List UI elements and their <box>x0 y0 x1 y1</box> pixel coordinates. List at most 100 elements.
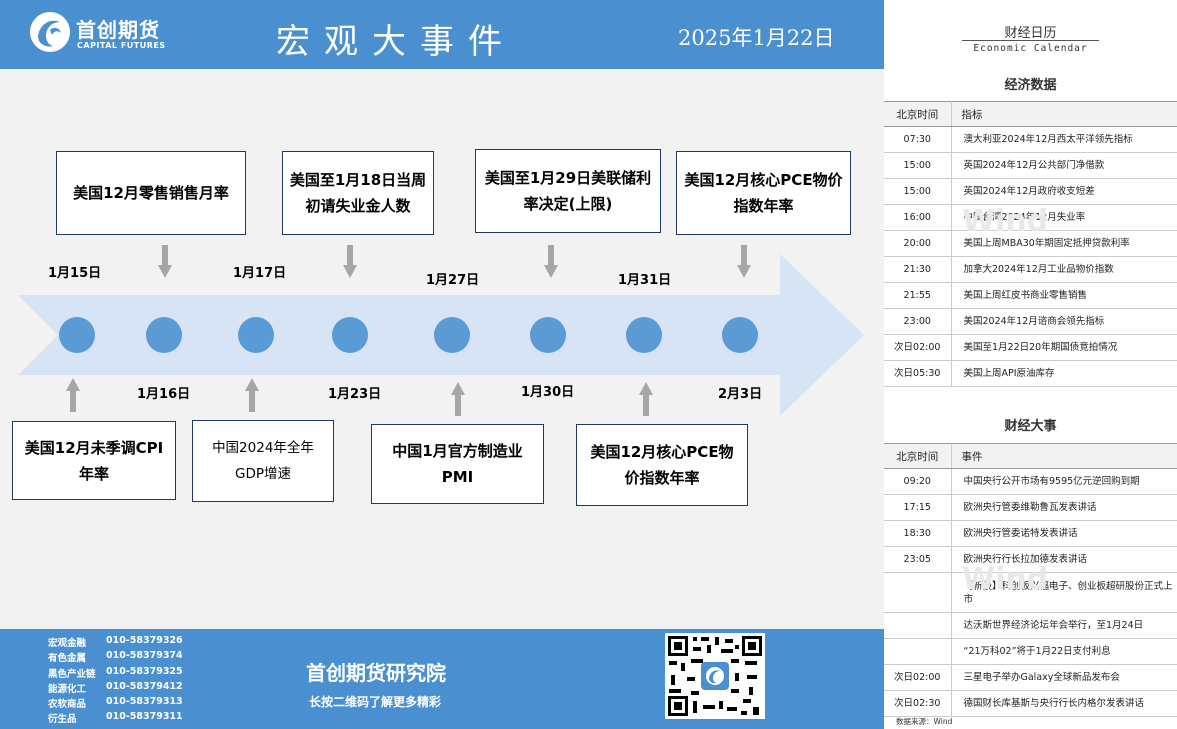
row-item: 美国至1月22日20年期国债竞拍情况 <box>951 334 1177 361</box>
row-time: 18:30 <box>884 520 952 547</box>
timeline-node <box>332 317 368 353</box>
up-arrow-icon <box>66 378 80 412</box>
logo-subtext: CAPITAL FUTURES <box>77 41 166 50</box>
institute-name: 首创期货研究院 <box>306 661 446 685</box>
row-time: 23:05 <box>884 546 952 573</box>
header-bar: 首创期货 CAPITAL FUTURES 宏观大事件 2025年1月22日 <box>0 0 884 69</box>
financial-events-title: 财经大事 <box>1004 419 1057 434</box>
data-source: 数据来源：Wind <box>896 717 953 726</box>
down-arrow-icon <box>343 245 357 278</box>
col-header-time: 北京时间 <box>884 101 952 127</box>
row-time: 次日02:30 <box>884 690 952 717</box>
row-time: 次日02:00 <box>884 664 952 691</box>
contact-row: 黑色产业链 010-58379325 <box>48 666 228 681</box>
date-label-bottom-1: 1月16日 <box>137 387 191 402</box>
contact-row: 有色金属 010-58379374 <box>48 650 228 665</box>
contact-name: 有色金属 <box>48 653 87 665</box>
row-time: 20:00 <box>884 230 952 257</box>
calendar-subtitle: Economic Calendar <box>973 43 1088 54</box>
row-item: 美国上周红皮书商业零售销售 <box>951 282 1177 309</box>
date-label-bottom-4: 2月3日 <box>718 387 763 402</box>
table-row: 达沃斯世界经济论坛年会举行，至1月24日 <box>884 612 1177 639</box>
date-label-bottom-3: 1月30日 <box>521 385 575 400</box>
col-header-item: 事件 <box>951 443 1177 469</box>
event-box-bottom-3: 中国1月官方制造业PMI <box>371 424 544 504</box>
row-time: 次日02:00 <box>884 334 952 361</box>
timeline-node <box>238 317 274 353</box>
event-box-bottom-1: 美国12月未季调CPI年率 <box>12 421 176 500</box>
timeline-node <box>146 317 182 353</box>
row-time: 21:55 <box>884 282 952 309</box>
row-time: 16:00 <box>884 204 952 231</box>
row-time <box>884 612 952 639</box>
row-item: 欧洲央行行长拉加德发表讲话 <box>951 546 1177 573</box>
row-item: 美国2024年12月谘商会领先指标 <box>951 308 1177 335</box>
row-item: 美国上周API原油库存 <box>951 360 1177 387</box>
event-box-bottom-2: 中国2024年全年GDP增速 <box>192 420 334 502</box>
timeline-node <box>59 317 95 353</box>
row-time: 15:00 <box>884 178 952 205</box>
row-time: 15:00 <box>884 152 952 179</box>
contact-name: 能源化工 <box>48 683 87 695</box>
contact-name: 黑色产业链 <box>48 668 96 680</box>
timeline-node <box>434 317 470 353</box>
table-row: 【新股】科创板兴福电子、创业板超研股份正式上市 <box>884 572 1177 613</box>
economic-data-title: 经济数据 <box>1004 78 1057 93</box>
left-panel: 首创期货 CAPITAL FUTURES 宏观大事件 2025年1月22日 美国… <box>0 0 884 729</box>
row-item: 欧洲央行管委维勒鲁瓦发表讲话 <box>951 494 1177 521</box>
economic-calendar-panel: 财经日历 Economic Calendar 经济数据 北京时间 指标 07:3… <box>884 0 1177 729</box>
contact-phone: 010-58379374 <box>106 650 183 662</box>
timeline-node <box>626 317 662 353</box>
table-header-row: 北京时间 指标 <box>884 101 1177 127</box>
row-item: 英国2024年12月政府收支短差 <box>951 178 1177 205</box>
row-time: 09:20 <box>884 468 952 495</box>
down-arrow-icon <box>158 245 172 278</box>
row-item: 【新股】科创板兴福电子、创业板超研股份正式上市 <box>951 572 1177 613</box>
row-time: 21:30 <box>884 256 952 283</box>
up-arrow-icon <box>245 378 259 412</box>
event-box-top-3: 美国至1月29日美联储利率决定(上限) <box>475 149 661 233</box>
page-title: 宏观大事件 <box>276 22 516 62</box>
page-date: 2025年1月22日 <box>678 26 835 50</box>
row-item: 达沃斯世界经济论坛年会举行，至1月24日 <box>951 612 1177 639</box>
up-arrow-icon <box>639 382 653 416</box>
row-time: 次日05:30 <box>884 360 952 387</box>
col-header-time: 北京时间 <box>884 443 952 469</box>
row-item: 加拿大2024年12月工业品物价指数 <box>951 256 1177 283</box>
table-header-row: 北京时间 事件 <box>884 443 1177 469</box>
table-row: “21万科02”将于1月22日支付利息 <box>884 638 1177 665</box>
row-item: “21万科02”将于1月22日支付利息 <box>951 638 1177 665</box>
calendar-title-rule <box>962 40 1099 41</box>
watermark: Wind <box>962 562 1049 597</box>
contact-phone: 010-58379325 <box>106 665 183 677</box>
row-item: 美国上周MBA30年期固定抵押贷款利率 <box>951 230 1177 257</box>
logo-text: 首创期货 <box>76 18 160 42</box>
up-arrow-icon <box>451 382 465 416</box>
row-time <box>884 638 952 665</box>
qr-code-icon[interactable] <box>665 633 765 719</box>
contact-phone: 010-58379313 <box>106 696 183 708</box>
event-box-top-2: 美国至1月18日当周初请失业金人数 <box>282 151 434 235</box>
row-time: 23:00 <box>884 308 952 335</box>
row-item: 英国2024年12月公共部门净借款 <box>951 152 1177 179</box>
date-label-top-4: 1月31日 <box>618 273 672 288</box>
row-item: 德国财长库基斯与央行行长内格尔发表讲话 <box>951 690 1177 717</box>
contact-phone: 010-58379311 <box>106 711 183 723</box>
timeline-node <box>530 317 566 353</box>
